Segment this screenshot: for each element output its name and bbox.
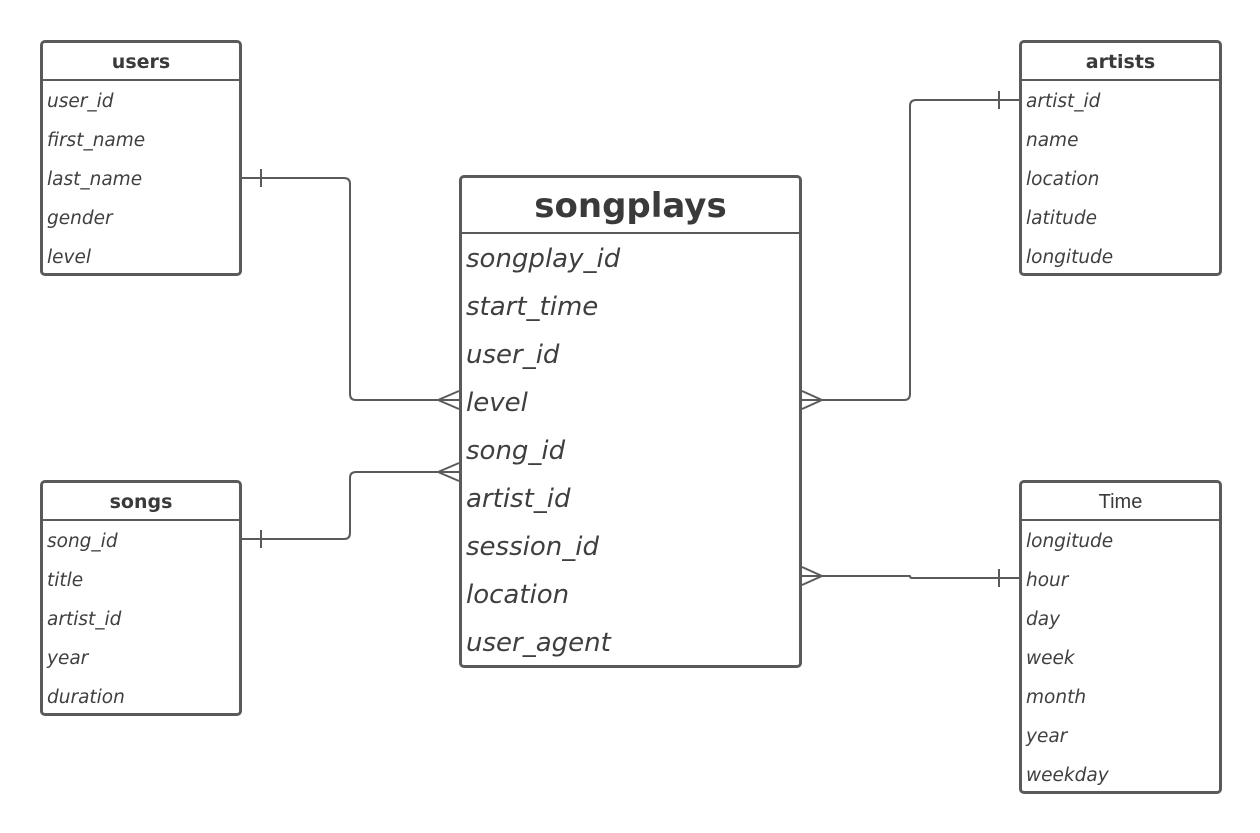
users-field-first-name: first_name [47,130,146,151]
users-songplays-connector [242,177,459,401]
users-field-level: level [47,247,91,268]
songplays-table-title: songplays [462,178,799,234]
time-field-day: day [1026,609,1061,630]
songs-table: songs song_id title artist_id year durat… [40,480,242,716]
songs-field-duration: duration [47,687,125,708]
artists-field-location: location [1026,169,1100,190]
users-field-user-id: user_id [47,91,114,112]
songs-songplays-connector [242,471,459,540]
songplays-field-session-id: session_id [466,532,599,562]
users-table: users user_id first_name last_name gende… [40,40,242,276]
time-field-week: week [1026,648,1075,669]
songs-field-artist-id: artist_id [47,609,122,630]
songs-field-song-id: song_id [47,531,118,552]
artists-field-name: name [1026,130,1079,151]
time-field-longitude: longitude [1026,531,1114,552]
artists-table: artists artist_id name location latitude… [1019,40,1222,276]
songs-field-year: year [47,648,89,669]
songplays-field-song-id: song_id [466,436,566,466]
artists-table-title: artists [1022,43,1219,81]
time-many-marker [801,566,823,586]
time-table: Time longitude hour day week month year … [1019,480,1222,794]
songplays-table: songplays songplay_id start_time user_id… [459,175,802,668]
artists-field-latitude: latitude [1026,208,1097,229]
artists-field-longitude: longitude [1026,247,1114,268]
artists-many-marker [801,390,823,410]
songplays-field-user-agent: user_agent [466,628,611,658]
time-field-hour: hour [1026,570,1069,591]
time-field-year: year [1026,726,1068,747]
time-field-month: month [1026,687,1087,708]
songplays-field-user-id: user_id [466,340,560,370]
songs-field-title: title [47,570,84,591]
time-field-weekday: weekday [1026,765,1109,786]
users-field-last-name: last_name [47,169,143,190]
users-table-title: users [43,43,239,81]
users-field-gender: gender [47,208,113,229]
time-songplays-connector [802,575,1019,579]
songplays-field-level: level [466,388,528,418]
songplays-field-location: location [466,580,570,610]
songs-table-title: songs [43,483,239,521]
time-table-title: Time [1022,483,1219,521]
songs-many-marker [437,462,460,482]
songplays-field-songplay-id: songplay_id [466,244,621,274]
songplays-field-start-time: start_time [466,292,599,322]
artists-field-artist-id: artist_id [1026,91,1101,112]
users-many-marker [437,390,460,410]
artists-songplays-connector [802,99,1019,401]
songplays-field-artist-id: artist_id [466,484,571,514]
